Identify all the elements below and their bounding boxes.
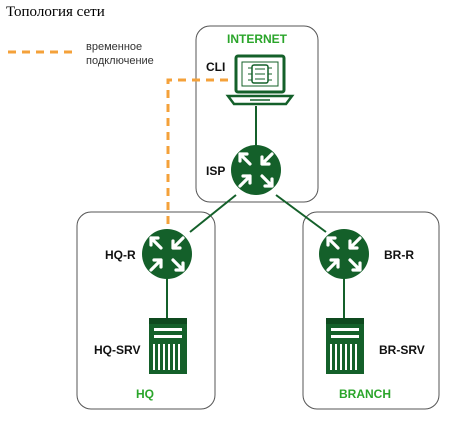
device-label-isp: ISP	[206, 164, 226, 178]
diagram-title: Топология сети	[6, 4, 105, 20]
br-server-icon	[325, 317, 365, 375]
zone-label-branch: BRANCH	[339, 387, 391, 401]
legend-label: временное подключение	[86, 40, 186, 68]
zone-label-hq: HQ	[136, 387, 154, 401]
device-label-br-r: BR-R	[384, 248, 414, 262]
device-label-cli: CLI	[206, 60, 226, 74]
hq-server-icon	[148, 317, 188, 375]
hq-router-icon	[140, 227, 194, 281]
legend-label-line1: временное	[86, 41, 143, 53]
laptop-icon	[225, 54, 295, 106]
link-isp-hqr	[189, 194, 237, 233]
chip-icon	[248, 64, 272, 84]
temporary-connection-line	[166, 78, 228, 232]
device-label-hq-r: HQ-R	[105, 248, 136, 262]
device-label-hq-srv: HQ-SRV	[94, 343, 141, 357]
device-label-br-srv: BR-SRV	[379, 343, 425, 357]
isp-router-icon	[229, 143, 283, 197]
link-isp-brr	[275, 194, 327, 233]
legend-label-line2: подключение	[86, 55, 154, 67]
zone-label-internet: INTERNET	[227, 32, 287, 46]
br-router-icon	[317, 227, 371, 281]
